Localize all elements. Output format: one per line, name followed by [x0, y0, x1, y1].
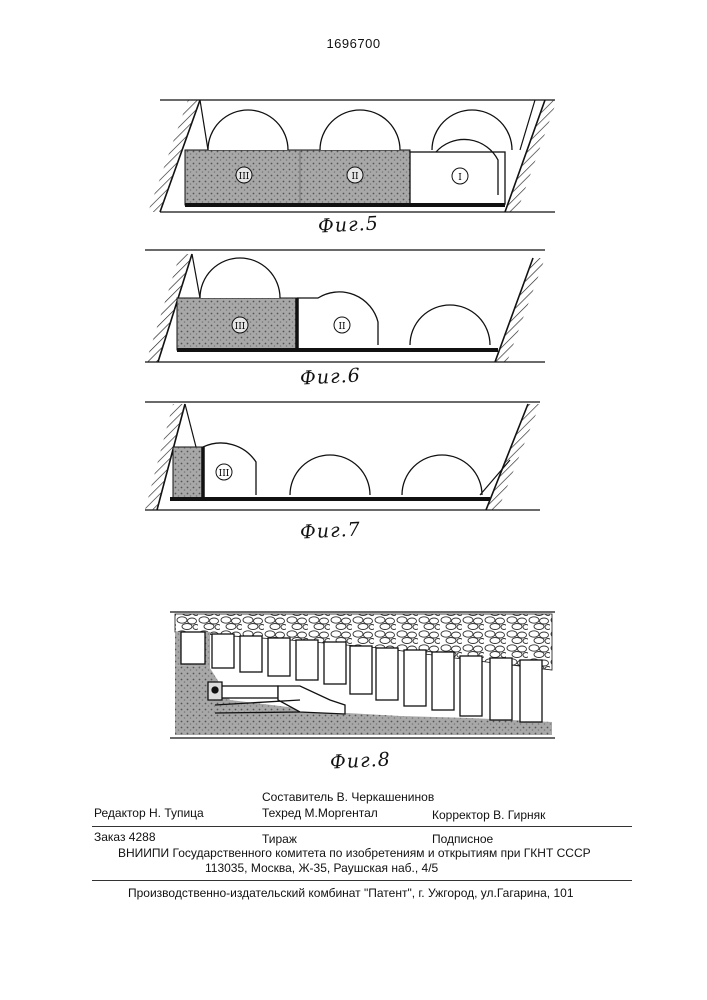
figure-6-label-3: III [235, 322, 246, 332]
circulation-label: Тираж [262, 832, 297, 846]
techred-credit: Техред М.Моргентал [262, 806, 378, 820]
imprint-rule-bottom [92, 880, 632, 881]
figure-8-drawing [170, 612, 555, 738]
editor-credit: Редактор Н. Тупица [94, 806, 204, 820]
compiler-credit: Составитель В. Черкашенинов [262, 790, 434, 804]
figure-5-label-2: II [351, 172, 359, 182]
figure-5-label-1: I [458, 173, 462, 183]
figure-6-caption: Фиг.6 [299, 364, 361, 389]
corrector-credit: Корректор В. Гирняк [432, 808, 545, 822]
institute-line-2: 113035, Москва, Ж-35, Раушская наб., 4/5 [205, 861, 438, 875]
figure-5-label-3: III [239, 172, 250, 182]
figure-7-drawing: III [145, 402, 540, 510]
imprint-rule-top [92, 826, 632, 827]
institute-line-1: ВНИИПИ Государственного комитета по изоб… [118, 846, 591, 860]
figure-8-caption: Фиг.8 [329, 748, 391, 773]
figure-5-caption: Фиг.5 [317, 212, 379, 237]
figure-5-drawing: III II I [148, 100, 557, 212]
figure-6-drawing: III II [145, 250, 545, 362]
figure-7-caption: Фиг.7 [299, 518, 361, 543]
publisher-line: Производственно-издательский комбинат "П… [128, 886, 574, 900]
order-number: Заказ 4288 [94, 830, 156, 844]
figure-6-label-2: II [338, 322, 346, 332]
figure-7-label-3: III [219, 469, 230, 479]
subscription-label: Подписное [432, 832, 493, 846]
